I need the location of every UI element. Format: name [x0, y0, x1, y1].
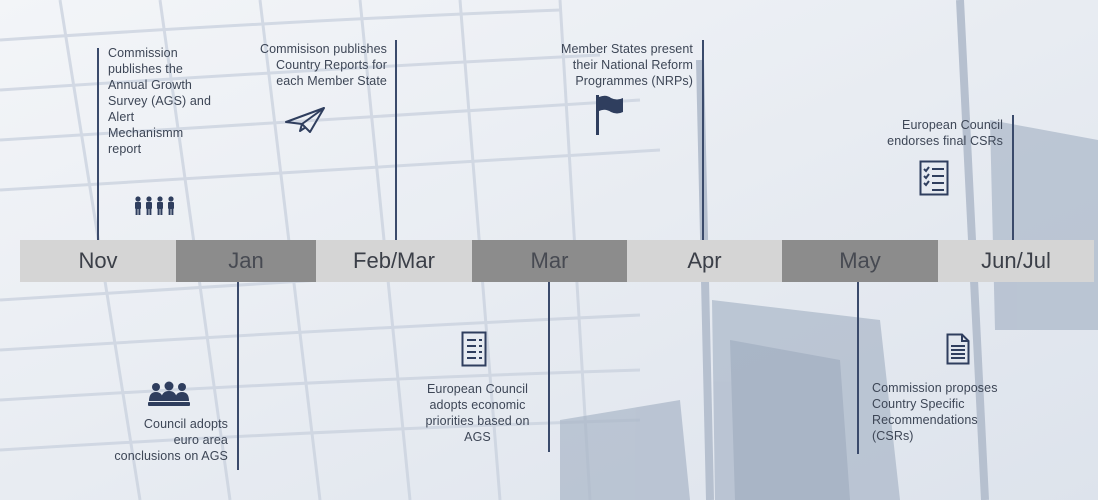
meeting-icon [148, 381, 190, 407]
checklist-icon [919, 160, 949, 196]
list-document-icon [461, 331, 487, 367]
event-priorities-text: European Council adopts economic priorit… [425, 382, 530, 444]
document-icon [946, 333, 970, 365]
timeline-bar: Nov Jan Feb/Mar Mar Apr May Jun/Jul [20, 240, 1094, 282]
connector-final-csrs [1012, 115, 1014, 241]
month-feb-mar: Feb/Mar [316, 240, 472, 282]
month-nov: Nov [20, 240, 176, 282]
month-jun-jul: Jun/Jul [938, 240, 1094, 282]
event-propose-csrs-text: Commission proposes Country Specific Rec… [872, 381, 998, 443]
event-ags-text: Commission publishes the Annual Growth S… [108, 46, 212, 156]
connector-euro-area [237, 282, 239, 470]
connector-priorities [548, 282, 550, 452]
connector-ags [97, 48, 99, 241]
month-mar: Mar [472, 240, 627, 282]
event-nrps-text: Member States present their National Ref… [560, 42, 693, 88]
people-group-icon [133, 196, 177, 216]
flag-icon [596, 95, 624, 135]
event-country-reports-text: Commisison publishes Country Reports for… [259, 42, 387, 88]
month-apr: Apr [627, 240, 782, 282]
month-jan: Jan [176, 240, 316, 282]
event-final-csrs-text: European Council endorses final CSRs [887, 118, 1003, 148]
connector-country-reports [395, 40, 397, 241]
month-may: May [782, 240, 938, 282]
event-euro-area-text: Council adopts euro area conclusions on … [114, 417, 228, 463]
connector-nrps [702, 40, 704, 241]
connector-propose-csrs [857, 282, 859, 454]
paper-plane-icon [284, 106, 326, 134]
